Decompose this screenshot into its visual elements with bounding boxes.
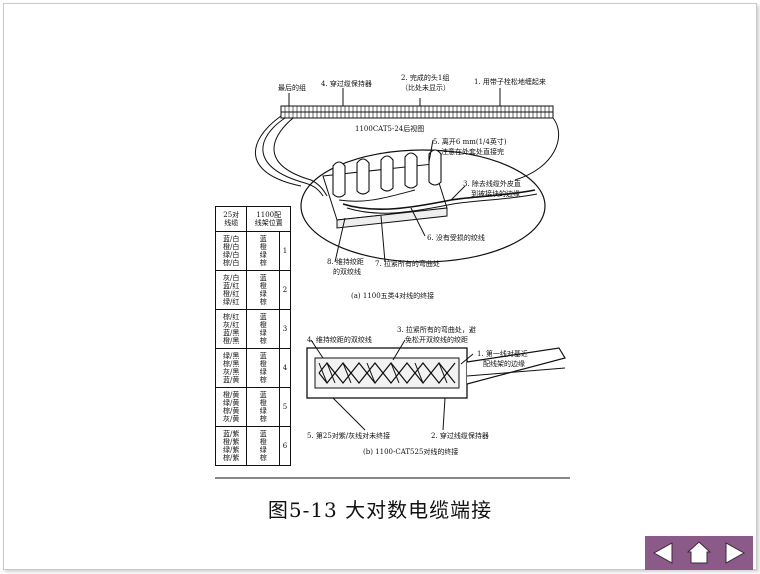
pair-color-table: 25对 线缆 1100配 线架位置 蓝/白橙/白绿/白棕/白 蓝橙绿棕 1 灰/… xyxy=(214,206,291,466)
label-completed-group-1: 2. 完成的头1组 xyxy=(401,74,450,82)
prev-slide-button[interactable] xyxy=(645,536,681,570)
table-header-position: 1100配 线架位置 xyxy=(246,206,291,232)
label-6mm-1: 5. 离开6 mm(1/4英寸) xyxy=(433,138,507,146)
label-tighten-bends: 7. 拉紧所有的弯曲处 xyxy=(375,260,440,268)
label-cable-retainer: 4. 穿过缆保持器 xyxy=(321,80,372,88)
figure-line-art xyxy=(255,88,566,431)
header-cable-line1: 25对 xyxy=(223,210,240,219)
label-maintain-twist-2: 的双绞线 xyxy=(333,268,361,276)
label-through-retainer: 2. 穿过线缆保持器 xyxy=(431,432,489,440)
cable-termination-figure: 最后的组 4. 穿过缆保持器 2. 完成的头1组 （比处未显示） 1. 用带子栓… xyxy=(214,58,570,480)
label-6mm-2: 注意在外套处直接完 xyxy=(441,148,504,156)
table-row: 蓝/紫橙/紫绿/紫棕/紫 蓝橙绿棕 6 xyxy=(214,426,291,466)
table-header-cable: 25对 线缆 xyxy=(214,206,248,232)
home-icon xyxy=(686,541,712,564)
label-completed-group-2: （比处未显示） xyxy=(401,84,450,92)
connector-block-drawing xyxy=(300,139,546,263)
label-pair-25: 5. 第25对紫/灰线对未终接 xyxy=(307,432,391,440)
slide-navigation-bar xyxy=(645,536,753,570)
label-strip-jacket-2: 到被接块的边缘 xyxy=(471,190,520,198)
label-last-pair: 最后的组 xyxy=(278,84,306,92)
top-view-caption: 1100CAT5-24后视图 xyxy=(355,125,425,133)
next-arrow-icon xyxy=(725,542,746,564)
header-position-line1: 1100配 xyxy=(256,210,282,219)
label-tighten-all-2: 免松开双绞线的绞距 xyxy=(405,336,468,344)
table-row: 绿/黑棕/黑灰/黑蓝/黄 蓝橙绿棕 4 xyxy=(214,348,291,388)
figure-caption: 图5-13 大对数电缆端接 xyxy=(267,498,493,522)
label-maintain-twist-1: 8. 维持绞距 xyxy=(327,258,364,266)
subcaption-b: (b) 1100-CAT525对线的终接 xyxy=(363,448,459,456)
label-tie-wrap: 1. 用带子栓松地缠起来 xyxy=(474,78,546,86)
label-undamaged-pairs: 6. 没有受损的绞线 xyxy=(427,234,485,242)
header-position-line2: 线架位置 xyxy=(254,219,283,227)
25-pair-termination-drawing xyxy=(306,339,566,431)
subcaption-a: (a) 1100五类4对线的终接 xyxy=(351,292,435,300)
label-first-pair-2: 配线架的边缘 xyxy=(483,360,525,368)
label-first-pair-1: 1. 第一线对基近 xyxy=(477,350,528,358)
patch-panel-rear-view xyxy=(255,88,560,197)
label-tighten-all-1: 3. 拉紧所有的弯曲处，避 xyxy=(397,326,476,334)
figure-bottom-rule xyxy=(215,477,570,479)
label-twisted-pairs: 4. 维持绞距的双绞线 xyxy=(307,336,372,344)
header-cable-line2: 线缆 xyxy=(224,219,239,227)
home-button[interactable] xyxy=(681,536,717,570)
table-row: 灰/白蓝/红橙/红绿/红 蓝橙绿棕 2 xyxy=(214,270,291,310)
table-row: 棕/红灰/红蓝/黑橙/黑 蓝橙绿棕 3 xyxy=(214,309,291,349)
prev-arrow-icon xyxy=(652,542,673,564)
table-row: 蓝/白橙/白绿/白棕/白 蓝橙绿棕 1 xyxy=(214,231,291,271)
label-strip-jacket-1: 3. 除去线缆外皮直 xyxy=(463,180,521,188)
slide-frame xyxy=(3,3,757,570)
table-row: 橙/黄绿/黄棕/黄灰/黄 蓝橙绿棕 5 xyxy=(214,387,291,427)
next-slide-button[interactable] xyxy=(717,536,753,570)
